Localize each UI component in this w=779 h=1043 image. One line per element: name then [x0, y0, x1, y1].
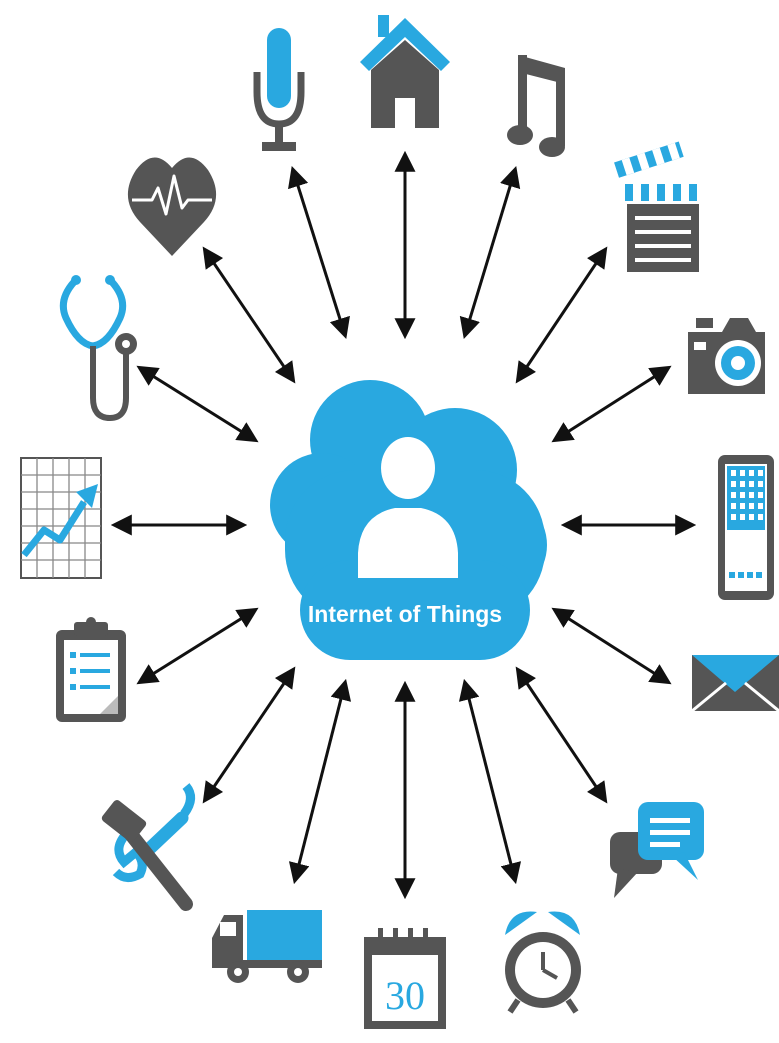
heart-rate-icon	[127, 157, 217, 256]
arrow-music	[459, 165, 521, 340]
arrow-tools	[202, 666, 296, 804]
arrow-truck	[288, 678, 352, 885]
truck-icon	[212, 910, 322, 983]
hub-label: Internet of Things	[308, 601, 502, 627]
stethoscope-icon	[59, 275, 137, 422]
connection-arrows	[110, 150, 697, 900]
calendar-icon: 30	[364, 928, 446, 1029]
arrow-chat	[515, 666, 608, 804]
arrow-alarm-clock	[458, 678, 522, 885]
tools-icon	[101, 783, 195, 911]
microphone-icon	[253, 28, 305, 151]
tablet-icon	[718, 455, 774, 600]
arrow-mail	[551, 607, 672, 685]
iot-cloud: Internet of Things	[270, 380, 547, 660]
arrow-clipboard	[136, 607, 259, 685]
clipboard-icon	[56, 617, 126, 722]
camera-icon	[688, 318, 765, 394]
arrow-stethoscope	[136, 365, 259, 443]
home-icon	[360, 15, 450, 128]
user-icon	[358, 437, 458, 578]
chat-icon	[610, 802, 704, 898]
clapperboard-icon	[614, 141, 699, 272]
calendar-day: 30	[385, 973, 425, 1018]
arrow-clapperboard	[515, 246, 608, 384]
alarm-clock-icon	[505, 911, 581, 1014]
arrow-camera	[551, 365, 672, 443]
music-note-icon	[507, 55, 565, 157]
arrow-heart	[202, 246, 296, 384]
chart-icon	[20, 457, 102, 579]
mail-icon	[691, 655, 779, 713]
arrow-microphone	[288, 165, 350, 340]
